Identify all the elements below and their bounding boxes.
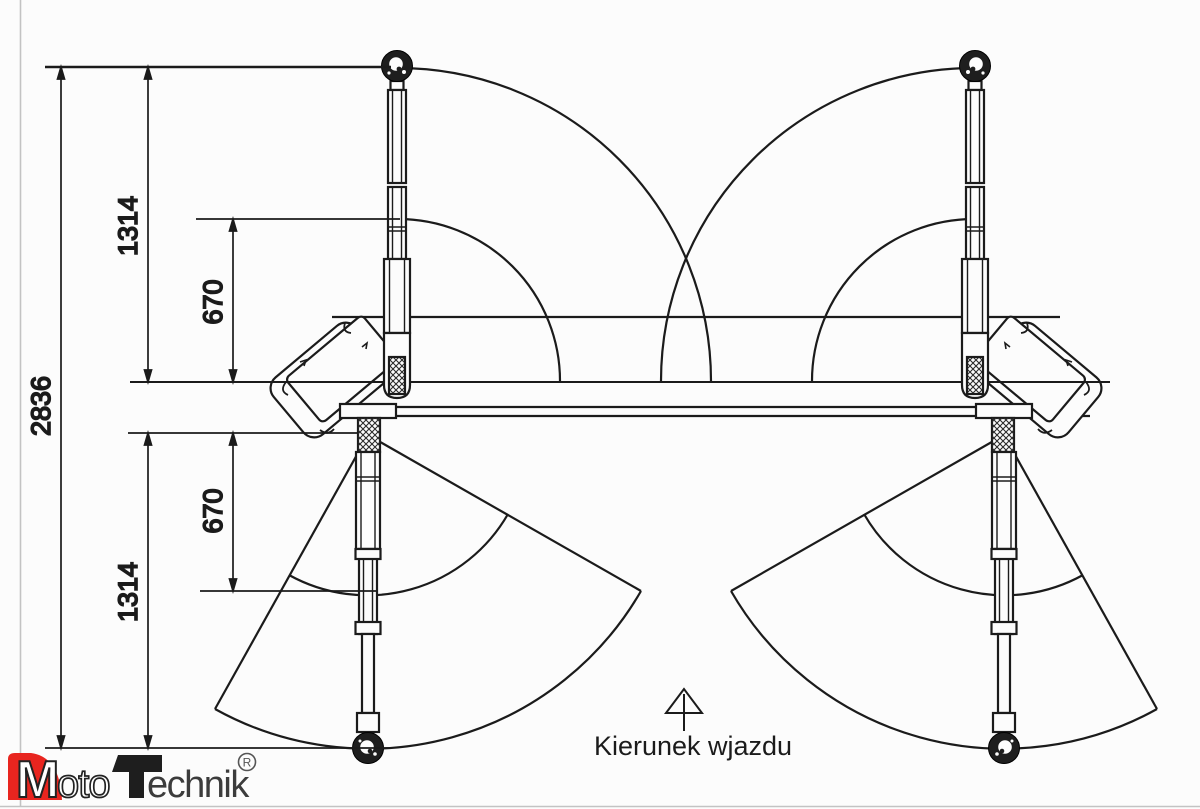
lower-left-arm [338, 402, 398, 765]
lower-left-outer-edge [214, 434, 369, 710]
lower-right-min-arc [863, 513, 1084, 597]
dimension-lower-extended: 1314 [112, 429, 153, 752]
dimension-overall: 2836 [25, 63, 66, 752]
mototechnik-logo: M oto echnik R [8, 750, 257, 809]
upper-right-min-arc [810, 217, 975, 382]
direction-marker: Kierunek wjazdu [594, 687, 792, 761]
upper-left-min-arc [397, 217, 562, 382]
upper-left-arm [380, 49, 414, 400]
lower-left-min-arc [288, 513, 509, 597]
lower-right-arm [974, 402, 1034, 765]
direction-label: Kierunek wjazdu [594, 731, 792, 761]
direction-arrow-head [664, 687, 704, 714]
dimension-label: 2836 [26, 376, 56, 436]
dimension-label: 1314 [113, 562, 143, 622]
upper-left-max-arc [397, 66, 713, 382]
logo-red-shape [8, 753, 62, 800]
lower-right-inner-edge [730, 434, 1005, 592]
upper-right-max-arc [659, 66, 975, 382]
dimension-label: 1314 [113, 196, 143, 256]
lower-right-max-arc [730, 590, 1158, 750]
lower-right-outer-edge [1003, 434, 1158, 710]
logo-letter-t [112, 755, 162, 798]
dimension-label: 670 [198, 279, 228, 324]
dimension-label: 670 [198, 488, 228, 533]
swing-arcs [214, 66, 1158, 750]
lower-left-inner-edge [367, 434, 642, 592]
logo-registered-mark: R [237, 752, 257, 772]
logo-echnik: echnik [147, 764, 250, 806]
floor-plate-lines [310, 315, 1090, 418]
registered-r: R [243, 756, 252, 770]
logo-oto: oto [57, 762, 110, 806]
dimension-lines: 2836 1314 670 670 1314 [25, 63, 400, 752]
upper-right-arm [958, 49, 992, 400]
dimension-upper-retracted: 670 [197, 215, 238, 386]
lower-left-max-arc [214, 590, 642, 750]
dimension-upper-extended: 1314 [112, 63, 153, 386]
logo-letter-m: M [16, 751, 59, 809]
dimension-lower-retracted: 670 [197, 429, 238, 595]
